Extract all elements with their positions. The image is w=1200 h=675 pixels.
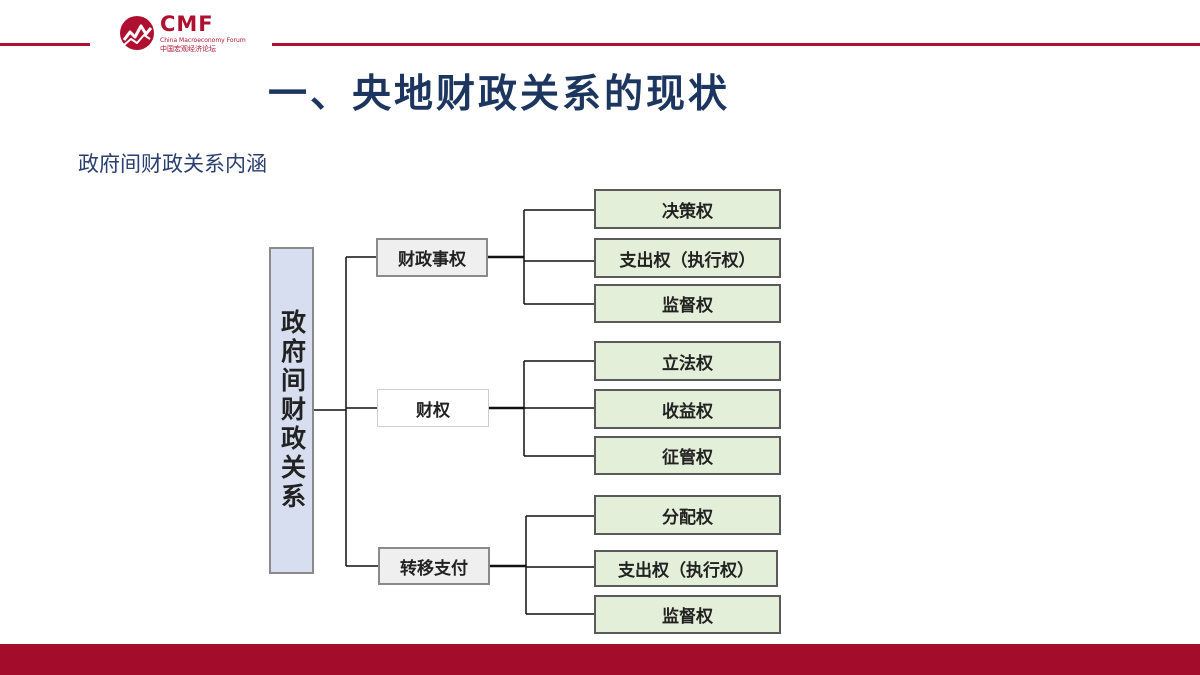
leaf-node-revenue-right: 收益权 (594, 389, 781, 429)
logo-subtitle: China Macroeconomy Forum (160, 37, 246, 44)
header-line-right (272, 43, 1200, 46)
leaf-node-decision-right: 决策权 (594, 189, 781, 229)
logo-chinese-name: 中国宏观经济论坛 (160, 45, 216, 53)
cmf-logo-icon (120, 16, 154, 50)
footer-bar (0, 644, 1200, 675)
leaf-node-collection-right: 征管权 (594, 436, 781, 475)
header-line-left (0, 43, 90, 46)
section-subtitle: 政府间财政关系内涵 (78, 152, 267, 176)
leaf-node-allocation-right: 分配权 (594, 495, 781, 535)
page-title: 一、央地财政关系的现状 (268, 72, 731, 117)
leaf-node-legislation-right: 立法权 (594, 341, 781, 381)
leaf-node-transfer-expenditure-right: 支出权（执行权） (594, 550, 778, 587)
branch-node-revenue-authority: 财权 (377, 389, 489, 427)
leaf-node-supervision-right: 监督权 (594, 284, 781, 323)
branch-node-fiscal-authority: 财政事权 (376, 238, 488, 277)
leaf-node-expenditure-right: 支出权（执行权） (594, 238, 781, 278)
leaf-node-transfer-supervision-right: 监督权 (594, 595, 781, 634)
logo-text: CMF (160, 12, 214, 36)
root-node: 政府间财政关系 (269, 247, 314, 574)
cmf-logo: CMF China Macroeconomy Forum 中国宏观经济论坛 (118, 12, 268, 53)
branch-node-transfer-payment: 转移支付 (378, 547, 490, 585)
